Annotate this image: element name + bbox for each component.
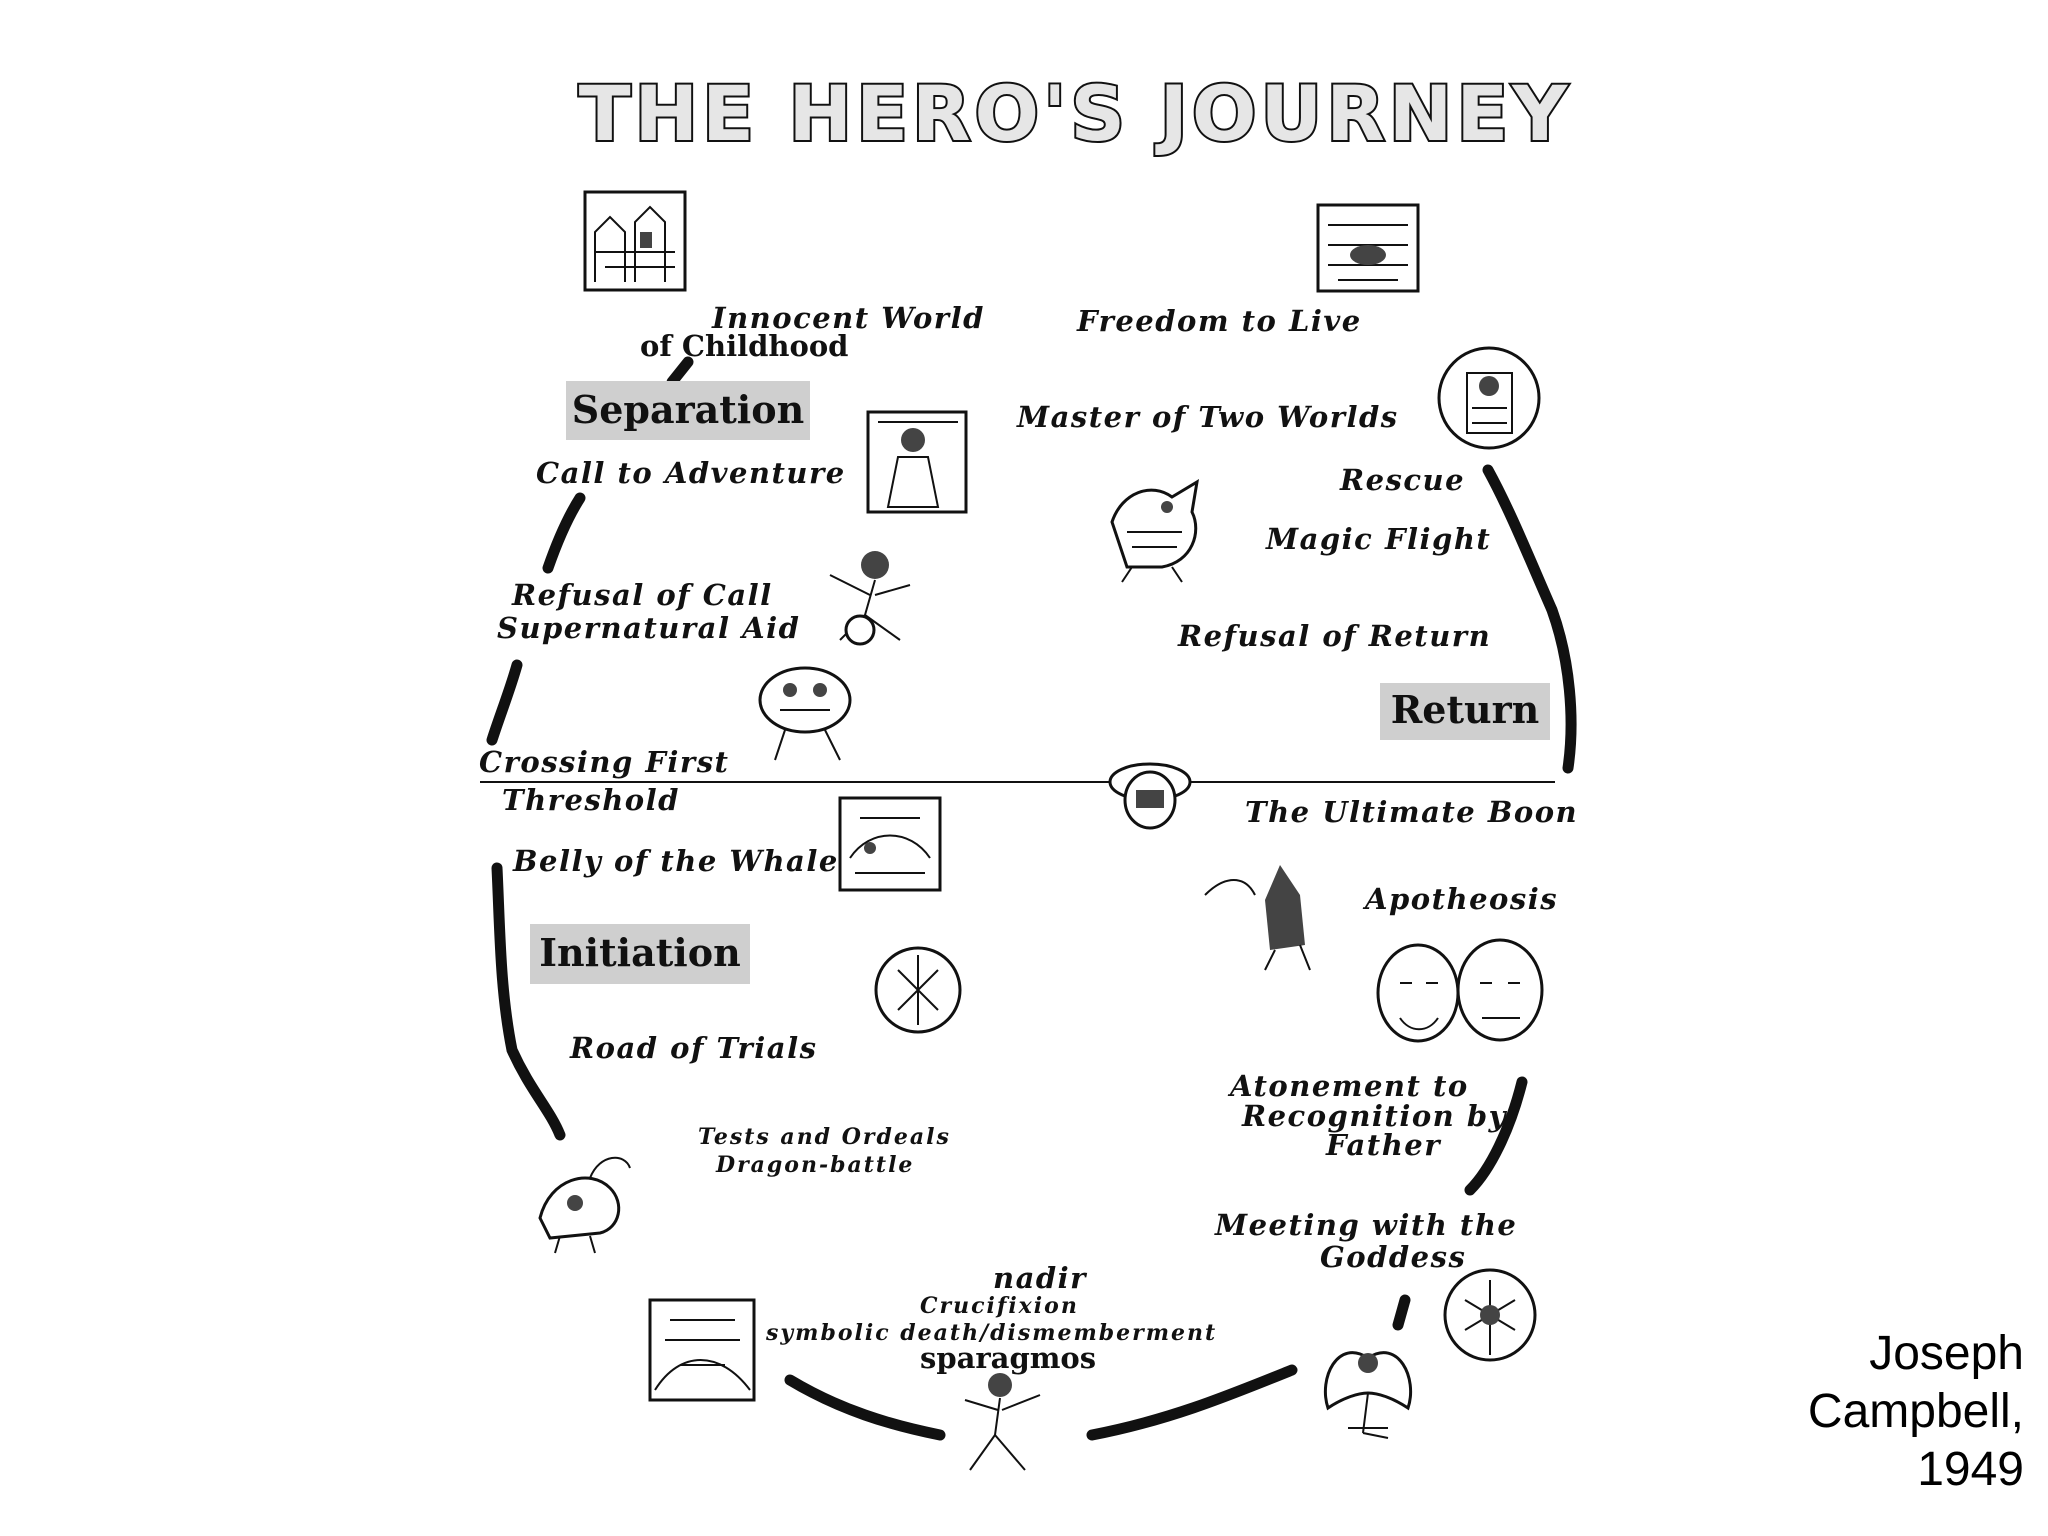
stage-supernatural-aid: Supernatural Aid xyxy=(497,611,800,645)
monster-icon xyxy=(758,666,852,761)
diagram-title: THE HERO'S JOURNEY xyxy=(579,69,1572,158)
griffin-icon xyxy=(1110,479,1200,583)
path-segment-initiation xyxy=(491,862,566,1141)
stage-atonement-line3: Father xyxy=(1325,1128,1442,1162)
stage-freedom-to-live: Freedom to Live xyxy=(1076,304,1362,338)
attribution-line3: 1949 xyxy=(1917,1443,2024,1496)
stage-rescue: Rescue xyxy=(1339,463,1465,497)
stage-call-to-adventure: Call to Adventure xyxy=(536,456,846,490)
stage-dragon-battle: Dragon-battle xyxy=(715,1152,914,1178)
stage-apotheosis: Apotheosis xyxy=(1362,882,1558,916)
pile-icon xyxy=(648,1298,756,1402)
attribution-line1: Joseph xyxy=(1869,1327,2024,1380)
path-segment-nadir-left xyxy=(784,1374,946,1441)
city-icon xyxy=(583,190,687,292)
phase-separation: Separation xyxy=(566,381,810,440)
stage-sparagmos: sparagmos xyxy=(920,1341,1096,1375)
stage-innocent-world-line2: of Childhood xyxy=(640,329,848,363)
path-segment-call xyxy=(542,492,586,574)
stage-refusal-of-return: Refusal of Return xyxy=(1177,619,1491,653)
path-segment-atonement xyxy=(1464,1076,1528,1196)
stage-crossing-threshold-line2: Threshold xyxy=(502,783,680,817)
path-segment-innocent xyxy=(666,356,694,388)
attribution: Joseph Campbell, 1949 xyxy=(1704,1325,2024,1499)
phase-separation-label: Separation xyxy=(572,387,804,432)
hooded-figure-icon xyxy=(1204,865,1311,971)
whale-icon xyxy=(838,796,942,892)
goddess-medallion-icon xyxy=(1443,1268,1537,1362)
phase-return-label: Return xyxy=(1391,687,1540,732)
path-segment-nadir-right xyxy=(1086,1364,1298,1441)
phase-initiation-label: Initiation xyxy=(539,930,740,975)
stage-belly-of-the-whale: Belly of the Whale xyxy=(512,844,839,878)
stage-nadir: nadir xyxy=(993,1261,1088,1295)
stage-innocent-world-line1: Innocent World xyxy=(711,301,985,335)
father-faces-icon xyxy=(1376,938,1544,1043)
stage-refusal-of-call: Refusal of Call xyxy=(511,578,773,612)
stage-crossing-threshold-line1: Crossing First xyxy=(479,745,729,779)
stage-magic-flight: Magic Flight xyxy=(1265,522,1491,556)
stage-tests-and-ordeals: Tests and Ordeals xyxy=(698,1124,951,1150)
stage-symbolic-death: symbolic death/dismemberment xyxy=(765,1320,1217,1346)
stage-meeting-goddess-line1: Meeting with the xyxy=(1214,1208,1517,1242)
path-segment-refusal xyxy=(486,659,523,746)
phase-return: Return xyxy=(1380,683,1550,740)
stage-road-of-trials: Road of Trials xyxy=(569,1031,817,1065)
stage-atonement-line1: Atonement to xyxy=(1227,1069,1469,1103)
scroll-figure-icon xyxy=(866,410,968,514)
dancing-figure-icon xyxy=(964,1373,1041,1471)
attribution-line2: Campbell, xyxy=(1807,1385,2024,1438)
winged-goddess-icon xyxy=(1323,1351,1413,1439)
phase-initiation: Initiation xyxy=(530,924,750,984)
stage-atonement-line2: Recognition by xyxy=(1241,1099,1508,1133)
path-segment-goddess xyxy=(1392,1294,1411,1331)
dragon-icon xyxy=(538,1156,631,1254)
stage-ultimate-boon: The Ultimate Boon xyxy=(1245,795,1578,829)
freedom-woodcut-icon xyxy=(1316,203,1420,293)
stage-meeting-goddess-line2: Goddess xyxy=(1320,1240,1466,1274)
stage-crucifixion: Crucifixion xyxy=(920,1293,1079,1319)
trials-medallion-icon xyxy=(874,946,962,1034)
imp-figure-icon xyxy=(829,551,911,646)
path-segment-return xyxy=(1482,464,1577,774)
stage-master-of-two-worlds: Master of Two Worlds xyxy=(1016,400,1399,434)
ring-icon xyxy=(1108,762,1192,830)
throne-medallion-icon xyxy=(1437,346,1541,450)
journey-path xyxy=(486,356,1577,1441)
